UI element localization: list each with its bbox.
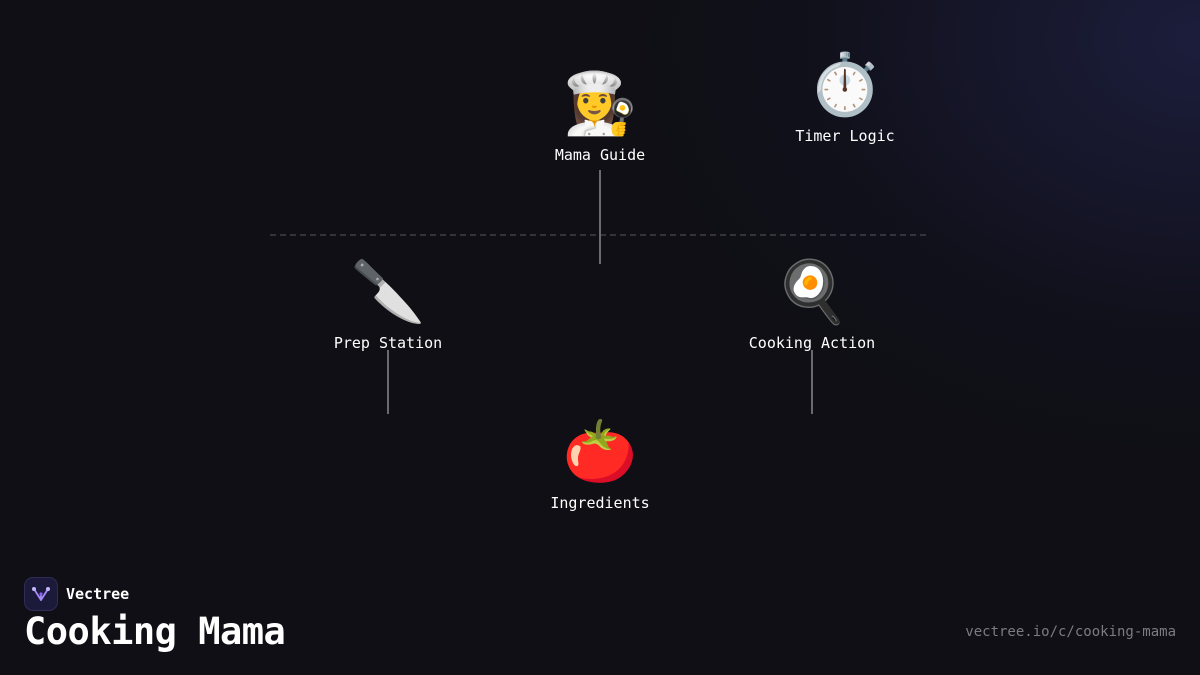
node-label: Prep Station xyxy=(333,334,443,352)
node-label: Timer Logic xyxy=(795,127,895,145)
edge-cooking-action xyxy=(811,350,813,414)
stopwatch-icon: ⏱️ xyxy=(807,50,883,120)
node-timer-logic[interactable]: ⏱️ Timer Logic xyxy=(795,53,894,145)
node-label: Cooking Action xyxy=(748,334,876,352)
node-label: Ingredients xyxy=(550,494,650,512)
node-mama-guide[interactable]: 👩‍🍳 Mama Guide xyxy=(555,72,645,164)
tomato-icon: 🍅 xyxy=(562,417,638,487)
page-url[interactable]: vectree.io/c/cooking-mama xyxy=(965,624,1176,640)
brand-name: Vectree xyxy=(66,585,130,603)
node-cooking-action[interactable]: 🍳 Cooking Action xyxy=(749,260,875,352)
knife-icon: 🔪 xyxy=(350,257,426,327)
node-ingredients[interactable]: 🍅 Ingredients xyxy=(550,420,649,512)
brand[interactable]: Vectree xyxy=(24,577,129,611)
edge-mama-guide xyxy=(599,170,601,264)
frying-pan-icon: 🍳 xyxy=(774,257,850,327)
tree-branch-icon xyxy=(24,577,58,611)
edge-prep-station xyxy=(387,350,389,414)
page-title: Cooking Mama xyxy=(24,610,286,653)
node-prep-station[interactable]: 🔪 Prep Station xyxy=(334,260,442,352)
chef-icon: 👩‍🍳 xyxy=(562,69,638,139)
dashed-divider xyxy=(270,234,926,236)
node-label: Mama Guide xyxy=(554,146,646,164)
